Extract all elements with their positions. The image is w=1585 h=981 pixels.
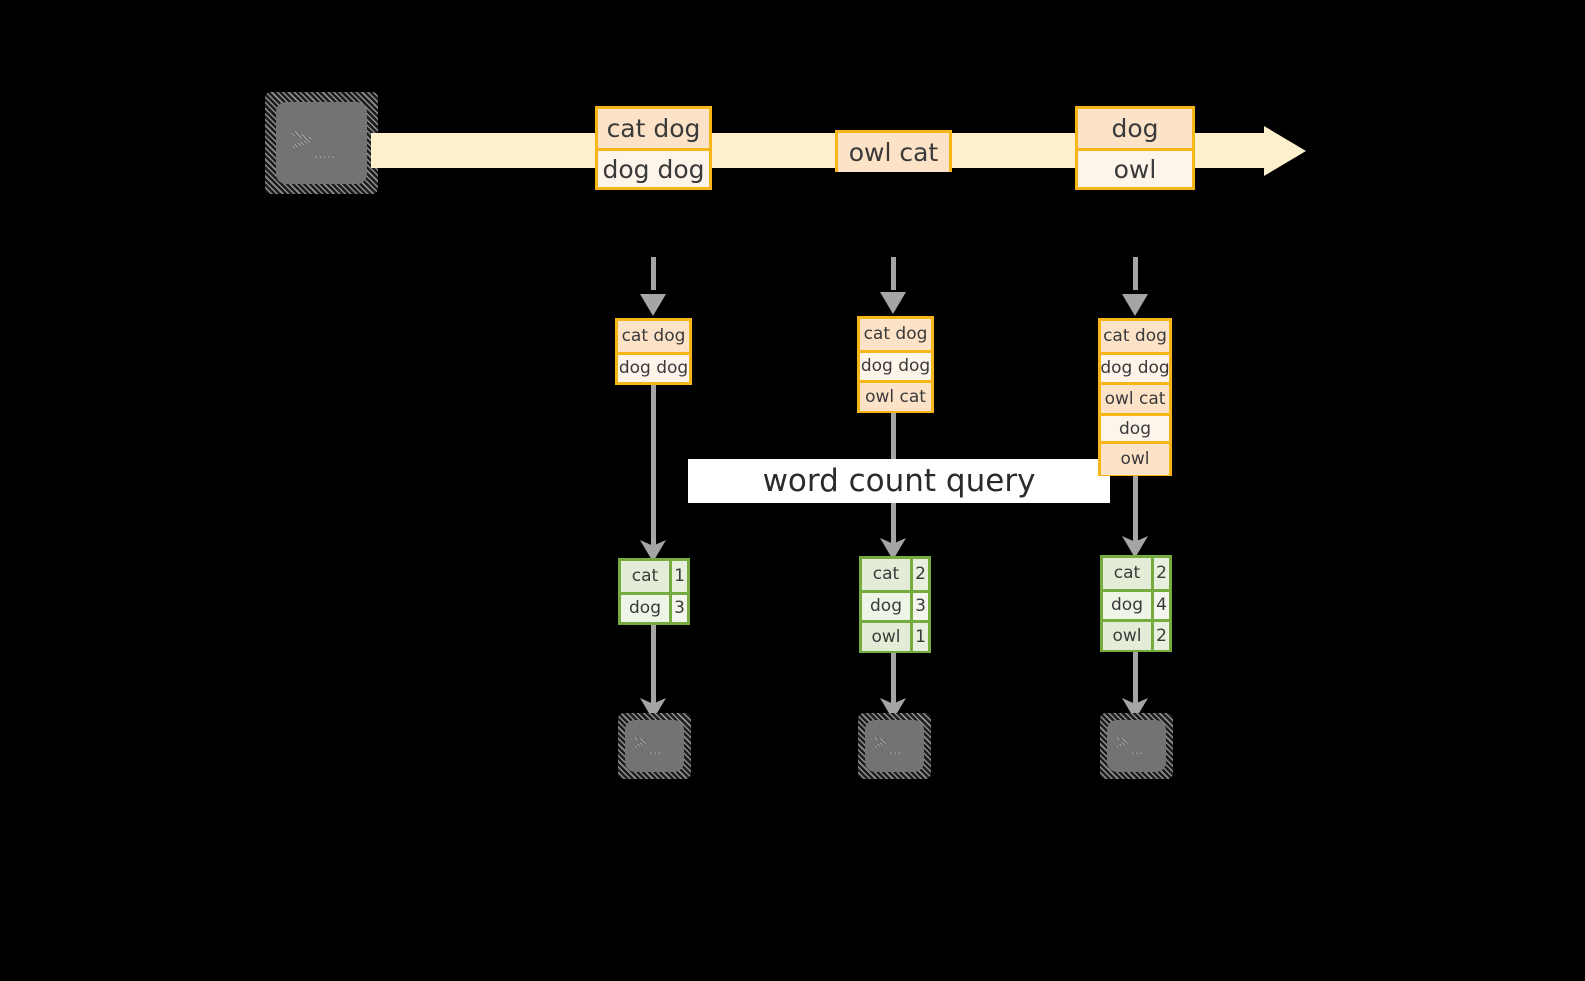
query-arrow-1-shaft (651, 385, 656, 553)
count-cell: 4 (1151, 591, 1169, 619)
terminal-body (865, 720, 924, 772)
snapshot-3-input-overlay: owl (1098, 441, 1172, 476)
table-row: cat 2 (862, 559, 928, 590)
count-cell: 2 (910, 559, 928, 590)
terminal-body (1107, 720, 1166, 772)
stream-batch-3: dog owl (1075, 106, 1195, 190)
input-line: dog (1101, 412, 1169, 443)
input-line: dog dog (1100, 351, 1170, 382)
source-terminal-icon: >_ (265, 92, 378, 194)
input-line: dog dog (860, 349, 931, 380)
count-cell: 3 (669, 594, 687, 622)
trigger-arrow-3-head (1122, 294, 1148, 316)
input-line: dog dog (618, 351, 689, 382)
input-line: owl cat (1101, 382, 1169, 413)
stream-batch-line: cat dog (598, 109, 709, 148)
terminal-body (276, 102, 367, 184)
query-label-band: word count query (688, 459, 1110, 503)
terminal-prompt-glyph: >_ (874, 730, 901, 755)
trigger-arrow-3-shaft (1133, 257, 1138, 290)
word-cell: cat (1103, 558, 1151, 589)
table-row: owl 1 (862, 620, 928, 651)
word-cell: cat (621, 561, 669, 592)
stream-arrow-head (1264, 126, 1306, 176)
word-cell: owl (862, 623, 910, 651)
table-row: dog 3 (862, 589, 928, 620)
table-row: dog 4 (1103, 588, 1169, 619)
terminal-prompt-glyph: >_ (1116, 730, 1143, 755)
sink-arrow-2-shaft (891, 653, 896, 710)
table-row: cat 1 (621, 561, 687, 592)
input-line: cat dog (860, 319, 931, 350)
table-row: cat 2 (1103, 558, 1169, 589)
sink-arrow-1-shaft (651, 625, 656, 710)
word-cell: dog (862, 592, 910, 620)
table-row: owl 2 (1103, 619, 1169, 650)
stream-batch-1: cat dog dog dog (595, 106, 712, 190)
table-row: dog 3 (621, 591, 687, 622)
stream-batch-line: owl (1078, 148, 1192, 187)
snapshot-1-input: cat dog dog dog (615, 318, 692, 385)
input-line: owl (1101, 444, 1169, 475)
count-cell: 2 (1151, 622, 1169, 650)
stream-batch-2: owl cat (835, 130, 952, 172)
terminal-body (625, 720, 684, 772)
word-cell: dog (621, 594, 669, 622)
stream-batch-line: dog dog (598, 148, 709, 187)
terminal-prompt-glyph: >_ (291, 119, 335, 160)
snapshot-2-result-table: cat 2 dog 3 owl 1 (859, 556, 931, 653)
input-line: cat dog (618, 321, 689, 352)
word-cell: cat (862, 559, 910, 590)
trigger-arrow-1-head (640, 294, 666, 316)
stream-batch-line: owl cat (838, 133, 949, 172)
count-cell: 2 (1151, 558, 1169, 589)
sink-terminal-icon-1: >_ (618, 713, 691, 779)
sink-arrow-3-shaft (1133, 652, 1138, 710)
trigger-arrow-2-shaft (891, 257, 896, 290)
count-cell: 1 (910, 623, 928, 651)
sink-terminal-icon-2: >_ (858, 713, 931, 779)
query-arrow-3-shaft (1133, 476, 1138, 551)
stream-batch-line: dog (1078, 109, 1192, 148)
count-cell: 3 (910, 592, 928, 620)
snapshot-1-result-table: cat 1 dog 3 (618, 558, 690, 625)
snapshot-3-result-table: cat 2 dog 4 owl 2 (1100, 555, 1172, 652)
snapshot-2-input: cat dog dog dog owl cat (857, 316, 934, 413)
word-cell: owl (1103, 622, 1151, 650)
count-cell: 1 (669, 561, 687, 592)
input-line: owl cat (860, 380, 931, 411)
sink-terminal-icon-3: >_ (1100, 713, 1173, 779)
query-label-text: word count query (762, 463, 1036, 499)
word-cell: dog (1103, 591, 1151, 619)
input-line: cat dog (1101, 321, 1169, 352)
terminal-prompt-glyph: >_ (634, 730, 661, 755)
trigger-arrow-1-shaft (651, 257, 656, 290)
trigger-arrow-2-head (880, 292, 906, 314)
